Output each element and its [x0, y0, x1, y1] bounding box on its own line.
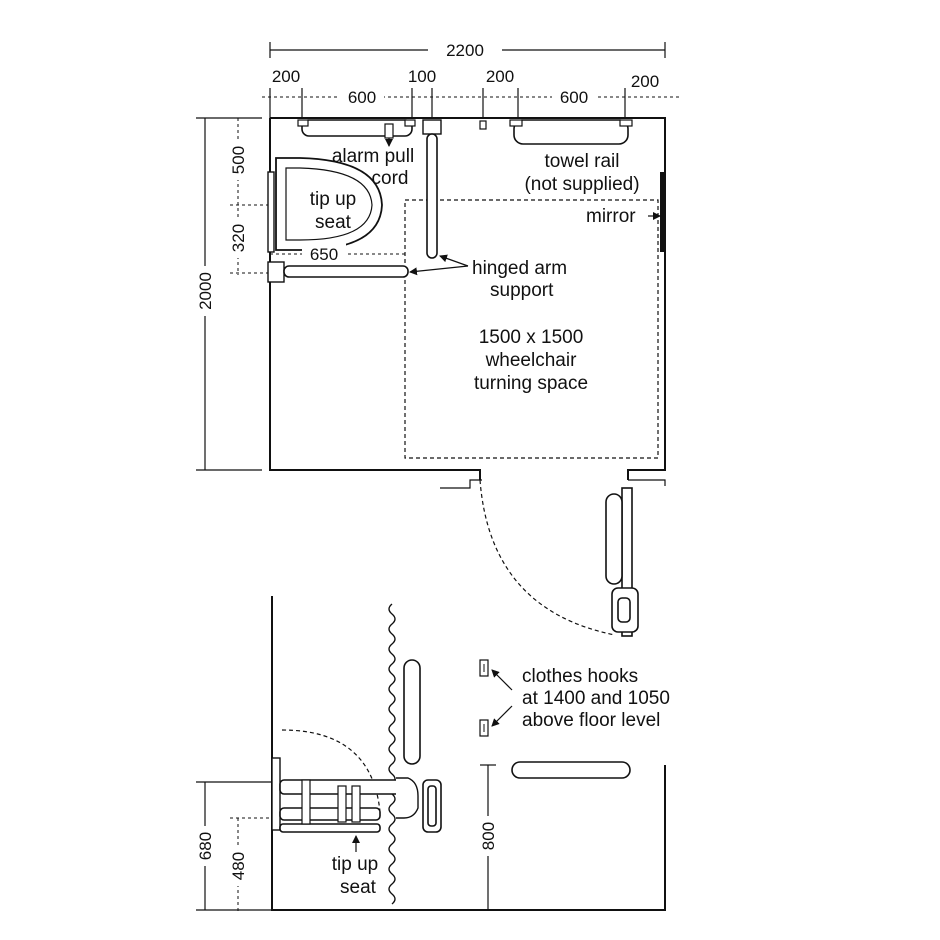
plan-dimensions: 2200 200 600 100 200 600 200 2000 50	[193, 38, 680, 471]
elevation-walls	[271, 596, 666, 911]
dim-elev-800: 800	[479, 822, 498, 850]
turning-space	[404, 199, 659, 459]
elevation-seat-label-1: tip up	[332, 854, 378, 875]
grab-rail-top-left	[297, 119, 416, 137]
door-jamb-right	[628, 479, 666, 486]
dim-elev-680: 680	[196, 832, 215, 860]
hooks-label-1: clothes hooks	[522, 666, 638, 687]
door-swing-arc	[479, 479, 616, 636]
dim-top-200-left: 200	[272, 67, 300, 86]
turning-space-label-1: 1500 x 1500	[479, 327, 584, 348]
turning-space-label-2: wheelchair	[485, 350, 577, 371]
alarm-label-2: cord	[372, 168, 409, 189]
plan-walls	[269, 117, 666, 480]
arm-label-1: hinged arm	[472, 258, 567, 279]
hooks-label-2: at 1400 and 1050	[522, 688, 670, 709]
dim-elev-480: 480	[229, 852, 248, 880]
hinged-arm-vertical	[422, 119, 442, 259]
clothes-hook-upper	[479, 659, 489, 677]
seat-label-1: tip up	[310, 189, 356, 210]
elevation-view: clothes hooks at 1400 and 1050 above flo…	[271, 596, 670, 911]
horizontal-grab-rail	[511, 761, 631, 779]
tip-up-seat-elevation	[271, 757, 419, 833]
seat-label-2: seat	[315, 212, 352, 233]
dim-top-200-mid: 200	[486, 67, 514, 86]
dim-left-500: 500	[229, 146, 248, 174]
alarm-pull-cord	[384, 123, 394, 147]
dim-overall-width: 2200	[446, 41, 484, 60]
elevation-dimensions: 680 480 800	[193, 764, 500, 912]
towel-label-2: (not supplied)	[524, 174, 639, 195]
towel-label-1: towel rail	[545, 151, 620, 172]
plan-view: 1500 x 1500 wheelchair turning space tip…	[267, 117, 666, 637]
seat-swing-arc	[281, 729, 381, 813]
dim-top-200-right: 200	[631, 72, 659, 91]
mirror	[660, 172, 665, 252]
dim-top-600-right: 600	[560, 88, 588, 107]
door-leaf	[605, 487, 639, 637]
tip-up-seat-plan	[267, 157, 383, 253]
dim-top-100: 100	[408, 67, 436, 86]
arm-label-2: support	[490, 280, 554, 301]
dim-top-600-left: 600	[348, 88, 376, 107]
dim-left-320: 320	[229, 224, 248, 252]
dim-plan-depth: 2000	[196, 272, 215, 310]
mirror-label: mirror	[586, 206, 636, 227]
arm-leader-1	[439, 254, 469, 267]
hooks-leader-1	[491, 669, 513, 691]
clothes-hook-lower	[479, 719, 489, 737]
towel-rail	[479, 119, 633, 145]
hooks-label-3: above floor level	[522, 710, 660, 731]
arm-leader-2	[409, 265, 469, 276]
elevation-seat-label-2: seat	[340, 877, 377, 898]
shower-curtain	[388, 603, 396, 905]
alarm-label-1: alarm pull	[332, 146, 414, 167]
door-jamb-left	[440, 479, 482, 489]
vertical-grab-rail	[403, 659, 421, 765]
wall-holder	[422, 779, 442, 833]
hinged-arm-horizontal	[267, 261, 409, 283]
hooks-leader-2	[491, 705, 513, 727]
dim-arm-650: 650	[310, 245, 338, 264]
turning-space-label-3: turning space	[474, 373, 588, 394]
